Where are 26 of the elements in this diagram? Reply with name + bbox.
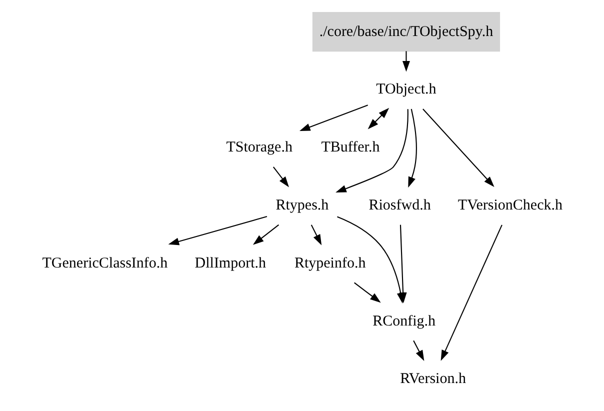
arrow bbox=[335, 109, 408, 192]
node-text: TVersionCheck.h bbox=[457, 197, 562, 214]
node-text: TGenericClassInfo.h bbox=[42, 255, 168, 272]
node-text: Riosfwd.h bbox=[368, 197, 430, 214]
arrow bbox=[310, 224, 322, 246]
arrow bbox=[272, 166, 288, 188]
node-text: Rtypes.h bbox=[275, 197, 328, 214]
arrow bbox=[408, 108, 416, 188]
arrow bbox=[252, 224, 279, 245]
arrow bbox=[354, 282, 380, 303]
node-text: TStorage.h bbox=[226, 140, 292, 156]
node-text: RVersion.h bbox=[400, 371, 466, 388]
arrow bbox=[440, 224, 502, 361]
arrow bbox=[336, 216, 404, 304]
node-box: ./core/base/inc/TObjectSpy.h bbox=[312, 12, 500, 52]
arrow bbox=[402, 51, 410, 72]
arrow bbox=[412, 340, 424, 362]
node-text: Rtypeinfo.h bbox=[294, 255, 366, 272]
arrow bbox=[367, 108, 389, 130]
arrow bbox=[422, 108, 494, 188]
node-text: DllImport.h bbox=[194, 255, 266, 272]
node-text: TBuffer.h bbox=[320, 140, 380, 156]
node-text: RConfig.h bbox=[372, 313, 436, 330]
arrow bbox=[168, 216, 267, 246]
node-text: TObject.h bbox=[376, 82, 436, 98]
arrow bbox=[299, 104, 368, 131]
